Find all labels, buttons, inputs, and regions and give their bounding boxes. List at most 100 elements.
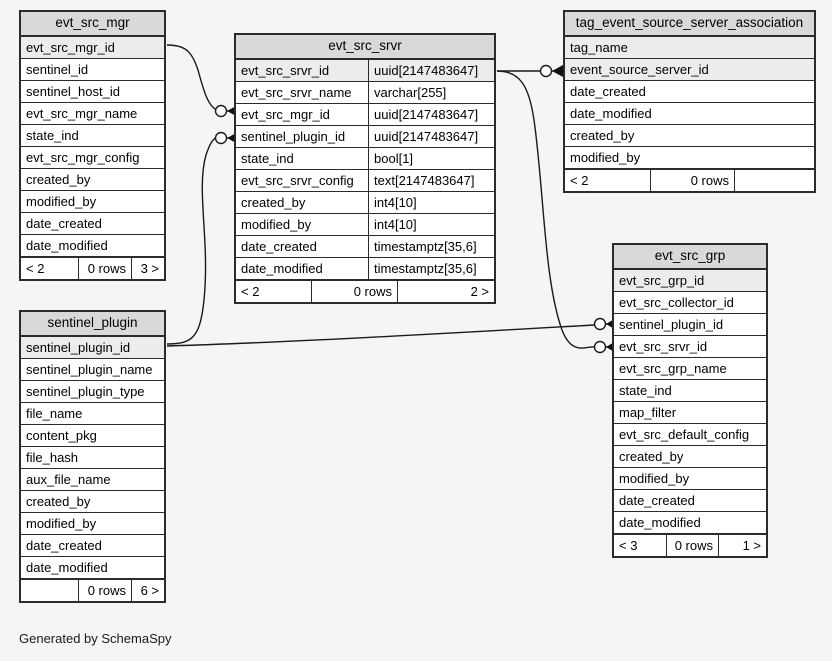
column-row[interactable]: sentinel_id [21,59,164,81]
column-row[interactable]: date_modified [565,103,814,125]
column-row[interactable]: content_pkg [21,425,164,447]
column-row[interactable]: sentinel_plugin_id [21,337,164,359]
column-row[interactable]: state_ind [614,380,766,402]
footer-row-count: 0 rows [311,281,397,302]
column-row[interactable]: file_name [21,403,164,425]
footer-next-button[interactable] [734,170,814,191]
column-type: uuid[2147483647] [368,126,494,147]
column-row[interactable]: sentinel_plugin_name [21,359,164,381]
column-name: aux_file_name [26,472,111,487]
column-row[interactable]: date_modified [21,557,164,579]
column-row[interactable]: date_modified [614,512,766,534]
column-name: modified_by [570,150,641,165]
column-type: uuid[2147483647] [368,60,494,81]
column-name: evt_src_mgr_id [26,40,115,55]
footer-row-count: 0 rows [78,580,131,601]
footer-prev-button[interactable]: < 2 [570,173,589,188]
column-row[interactable]: evt_src_grp_id [614,270,766,292]
column-name: sentinel_host_id [26,84,120,99]
column-name: evt_src_mgr_config [26,150,140,165]
column-name: created_by [570,128,635,143]
column-name: evt_src_collector_id [619,295,734,310]
column-name: tag_name [570,40,628,55]
column-row[interactable]: modified_by [614,468,766,490]
column-name: date_created [26,216,102,231]
column-name: sentinel_plugin_name [26,362,153,377]
column-row[interactable]: created_by [614,446,766,468]
column-row[interactable]: sentinel_plugin_id [614,314,766,336]
column-name: modified_by [26,194,97,209]
footer-prev-button[interactable]: < 2 [241,284,260,299]
column-row[interactable]: date_modified [21,235,164,257]
column-row[interactable]: modified_by [565,147,814,169]
column-row[interactable]: tag_name [565,37,814,59]
footer-next-button[interactable]: 2 > [397,281,494,302]
column-row[interactable]: sentinel_plugin_type [21,381,164,403]
footer-prev-button[interactable]: < 3 [619,538,638,553]
edge-mgr-to-srvr [166,44,218,111]
column-row[interactable]: event_source_server_id [565,59,814,81]
column-row[interactable]: created_by [21,491,164,513]
column-row[interactable]: evt_src_mgr_name [21,103,164,125]
column-row[interactable]: evt_src_collector_id [614,292,766,314]
column-row[interactable]: state_ind [21,125,164,147]
column-name: created_by [619,449,684,464]
column-name: date_created [26,538,102,553]
column-row[interactable]: date_created [21,213,164,235]
column-name: date_modified [241,261,323,276]
column-row[interactable]: evt_src_srvr_id [614,336,766,358]
column-row[interactable]: date_created [614,490,766,512]
column-row[interactable]: sentinel_plugin_id uuid[2147483647] [236,126,494,148]
column-row[interactable]: evt_src_mgr_config [21,147,164,169]
column-row[interactable]: evt_src_mgr_id [21,37,164,59]
column-name: sentinel_plugin_id [241,129,346,144]
column-row[interactable]: file_hash [21,447,164,469]
column-name: evt_src_grp_id [619,273,705,288]
column-name: modified_by [26,516,97,531]
column-row[interactable]: evt_src_grp_name [614,358,766,380]
column-row[interactable]: aux_file_name [21,469,164,491]
column-name: file_name [26,406,83,421]
column-row[interactable]: modified_by [21,191,164,213]
footer-next-button[interactable]: 3 > [131,258,164,279]
column-type: bool[1] [368,148,494,169]
column-name: evt_src_srvr_name [241,85,352,100]
column-row[interactable]: date_created [565,81,814,103]
column-name: evt_src_default_config [619,427,750,442]
column-name: evt_src_srvr_id [241,63,330,78]
column-name: evt_src_srvr_config [241,173,354,188]
column-name: date_created [241,239,317,254]
column-name: file_hash [26,450,79,465]
column-row[interactable]: evt_src_default_config [614,424,766,446]
column-name: sentinel_plugin_id [619,317,724,332]
column-type: uuid[2147483647] [368,104,494,125]
column-row[interactable]: created_by [21,169,164,191]
footer-next-button[interactable]: 6 > [131,580,164,601]
column-row[interactable]: created_by [565,125,814,147]
column-row[interactable]: sentinel_host_id [21,81,164,103]
column-row[interactable]: map_filter [614,402,766,424]
column-row[interactable]: date_created [21,535,164,557]
column-row[interactable]: evt_src_srvr_id uuid[2147483647] [236,60,494,82]
column-row[interactable]: modified_by [21,513,164,535]
footer-next-button[interactable]: 1 > [718,535,766,556]
column-name: date_modified [570,106,652,121]
column-name: modified_by [619,471,690,486]
footer-prev-button[interactable] [21,580,78,601]
footer-prev-button[interactable]: < 2 [26,261,45,276]
